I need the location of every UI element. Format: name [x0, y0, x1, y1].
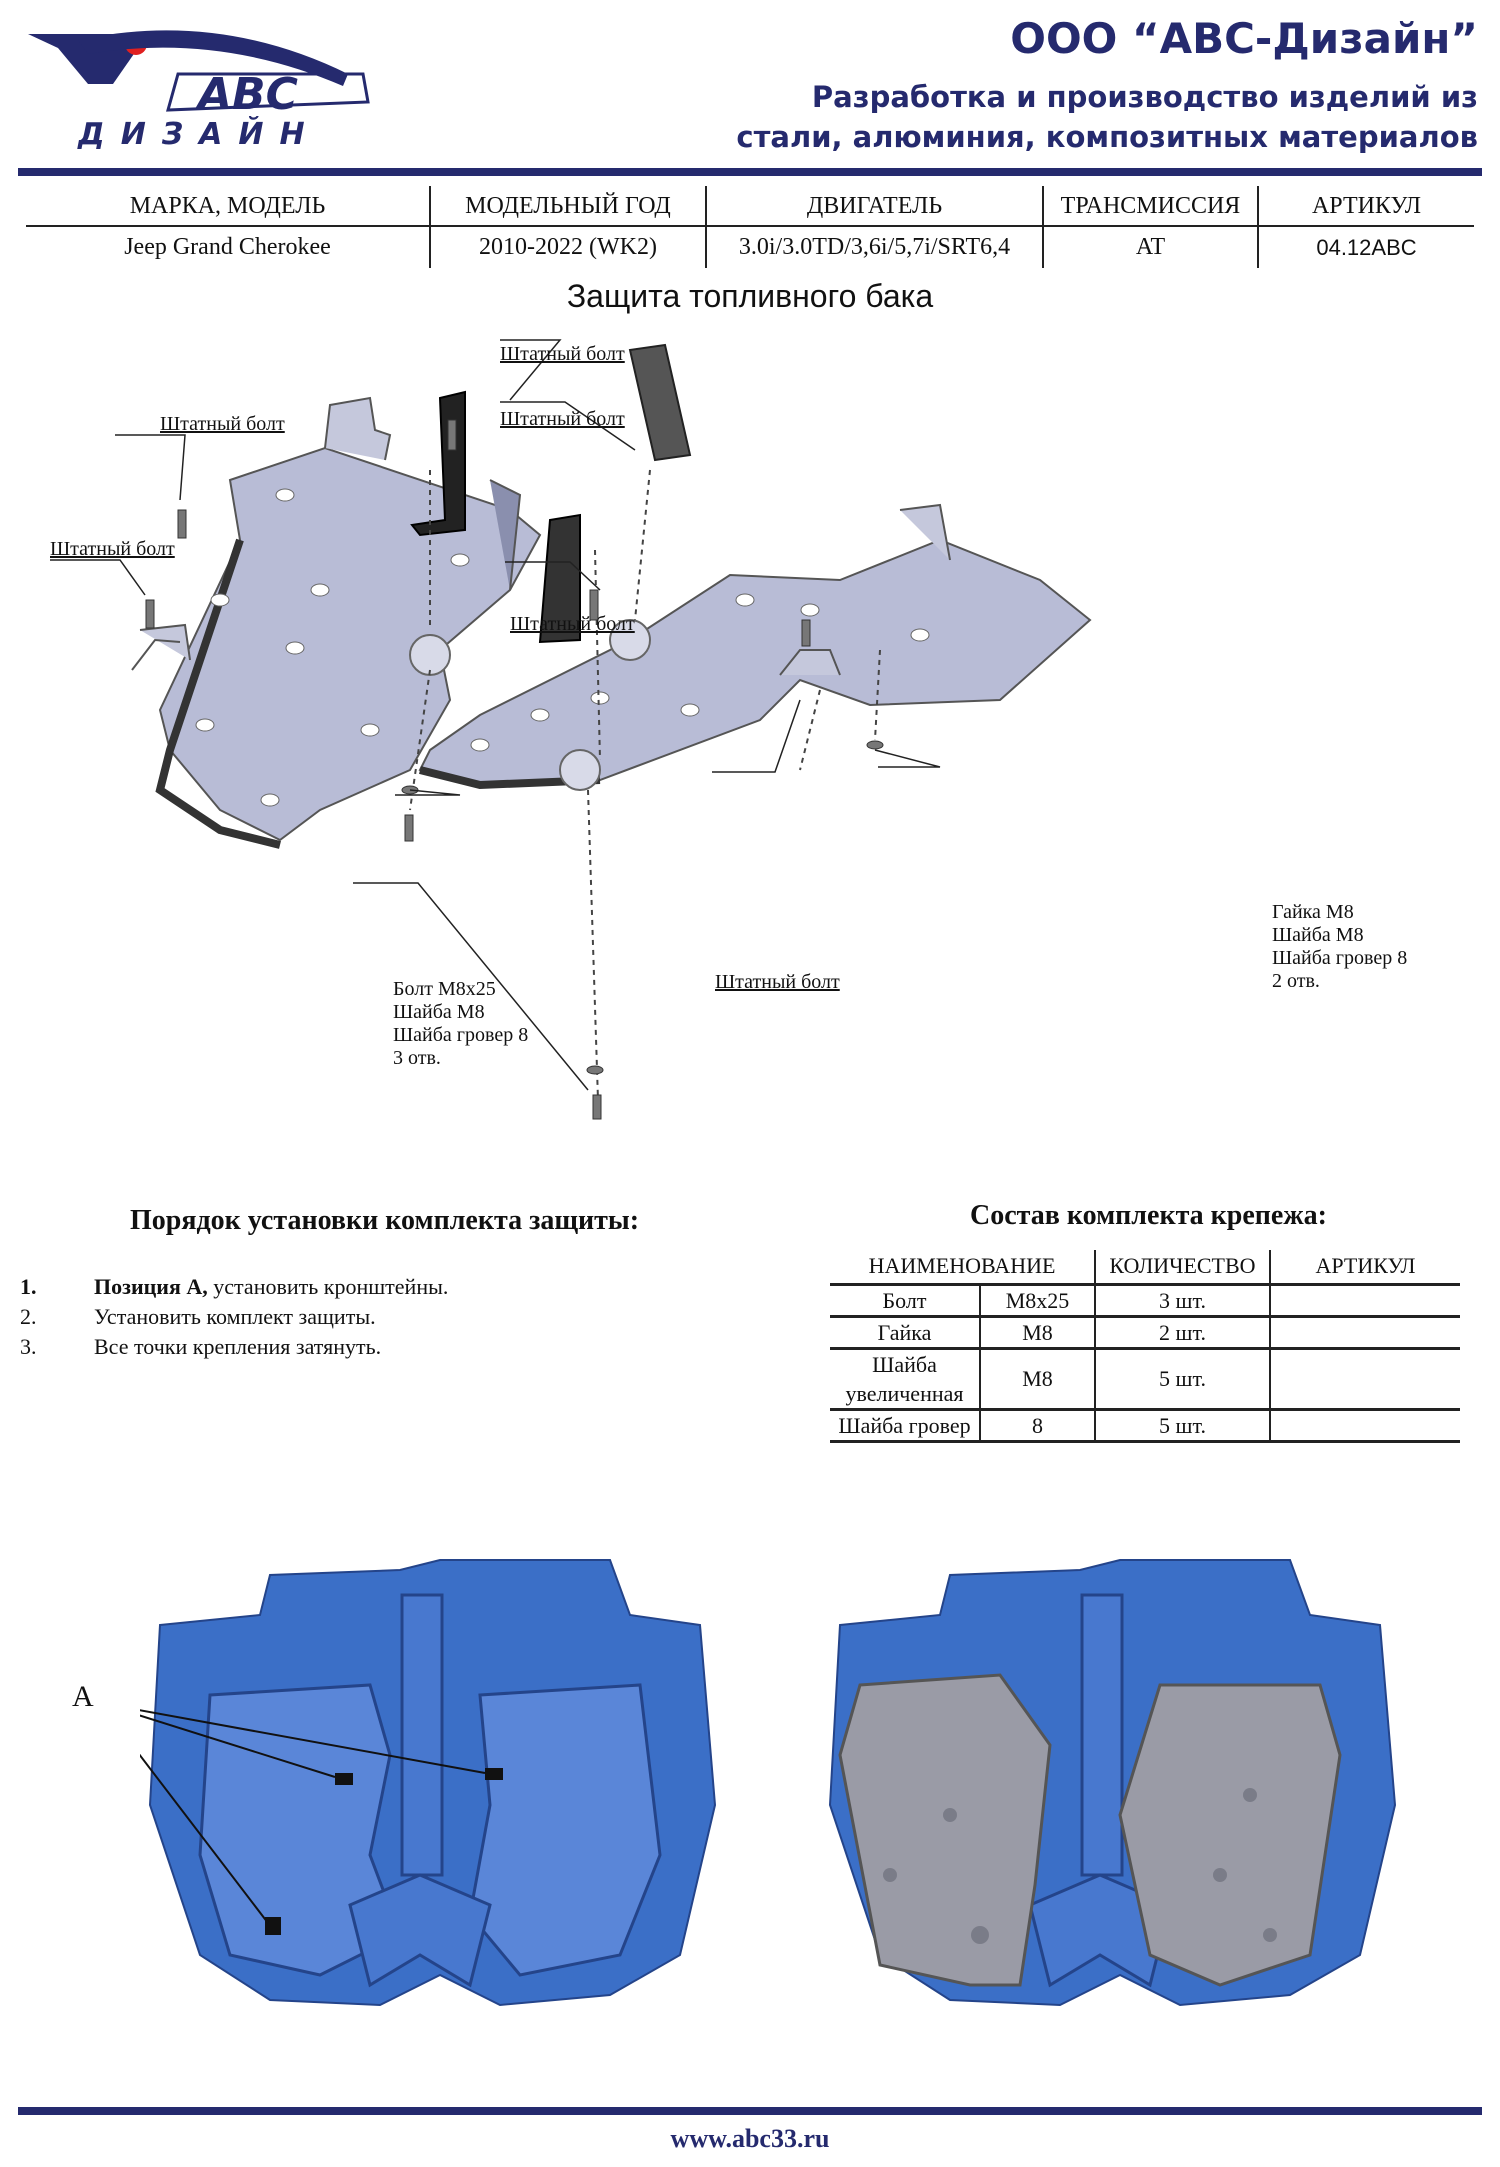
footer-rule	[18, 2107, 1482, 2115]
step-emphasis: Позиция А,	[94, 1274, 208, 1299]
header-make-model: МАРКА, МОДЕЛЬ	[26, 186, 431, 227]
step-number: 2.	[20, 1304, 37, 1329]
header-quantity: КОЛИЧЕСТВО	[1095, 1250, 1271, 1286]
cell-name: Болт	[830, 1284, 981, 1318]
nut-note: Гайка М8 Шайба М8 Шайба гровер 8 2 отв.	[1272, 901, 1407, 992]
svg-text:Шайба М8: Шайба М8	[393, 1001, 485, 1023]
fasteners-title: Состав комплекта крепежа:	[970, 1200, 1327, 1231]
cell-make-model: Jeep Grand Cherokee	[26, 227, 431, 268]
header-model-year: МОДЕЛЬНЫЙ ГОД	[431, 186, 707, 227]
position-a-label: А	[72, 1680, 94, 1713]
cell-sku	[1270, 1316, 1460, 1350]
table-row: Болт М8х25 3 шт.	[830, 1284, 1460, 1318]
logo-text: АВС	[195, 69, 298, 120]
table-row: Гайка М8 2 шт.	[830, 1316, 1460, 1350]
cell-sku	[1270, 1284, 1460, 1318]
cell-name: Гайка	[830, 1316, 981, 1350]
header-name: НАИМЕНОВАНИЕ	[830, 1250, 1096, 1286]
cell-name: Шайба гровер	[830, 1409, 981, 1443]
underbody-scan-after	[828, 1559, 1397, 2007]
center-bracket	[538, 513, 581, 644]
cell-engine: 3.0i/3.0TD/3,6i/5,7i/SRT6,4	[707, 227, 1044, 268]
website-link[interactable]: www.abc33.ru	[670, 2124, 830, 2153]
cell-sku	[1270, 1348, 1460, 1411]
cell-transmission: AT	[1044, 227, 1259, 268]
right-bracket	[628, 343, 692, 462]
cell-sku: 04.12ABC	[1316, 234, 1417, 260]
vehicle-table: МАРКА, МОДЕЛЬ МОДЕЛЬНЫЙ ГОД ДВИГАТЕЛЬ ТР…	[26, 186, 1474, 268]
install-title: Порядок установки комплекта защиты:	[130, 1205, 640, 1236]
cell-sku	[1270, 1409, 1460, 1443]
assembly-diagram: Штатный болт Штатный болт Штатный болт Ш…	[50, 339, 1407, 1120]
bolts	[145, 419, 884, 1120]
cell-name: Шайба увеличенная	[830, 1348, 981, 1411]
cell-qty: 3 шт.	[1095, 1284, 1271, 1318]
header-sku: АРТИКУЛ	[1311, 193, 1422, 219]
bolt-note: Болт М8х25 Шайба М8 Шайба гровер 8 3 отв…	[393, 978, 528, 1069]
header-transmission: ТРАНСМИССИЯ	[1044, 186, 1259, 227]
label-std-bolt-3: Штатный болт	[500, 343, 625, 365]
tagline-line-2: стали, алюминия, композитных материалов	[736, 120, 1478, 154]
logo-subtext: ДИЗАЙН	[77, 116, 321, 150]
step-text: установить кронштейны.	[207, 1274, 449, 1299]
step-text: Установить комплект защиты.	[94, 1304, 376, 1329]
install-steps: 1. Позиция А, установить кронштейны. 2. …	[20, 1272, 720, 1362]
right-skid-plate	[418, 503, 1092, 791]
leader-lines	[50, 339, 941, 1091]
cell-qty: 5 шт.	[1095, 1348, 1271, 1411]
fuel-tanks	[198, 1683, 662, 1977]
header-rule	[18, 168, 1482, 176]
label-std-bolt-5: Штатный болт	[510, 613, 635, 635]
table-row: Шайба увеличенная М8 5 шт.	[830, 1348, 1460, 1411]
cell-qty: 2 шт.	[1095, 1316, 1271, 1350]
cell-size: М8	[980, 1348, 1096, 1411]
cell-size: 8	[980, 1409, 1096, 1443]
tagline-line-1: Разработка и производство изделий из	[811, 80, 1478, 114]
fastener-lines	[409, 469, 881, 1101]
step-text: Все точки крепления затянуть.	[94, 1334, 382, 1359]
installed-skid-plates	[838, 1673, 1342, 1987]
table-row: Шайба гровер 8 5 шт.	[830, 1409, 1460, 1443]
install-step-1: 1. Позиция А, установить кронштейны.	[20, 1272, 720, 1302]
driveshaft	[1028, 1593, 1172, 1988]
header-engine: ДВИГАТЕЛЬ	[707, 186, 1044, 227]
cell-qty: 5 шт.	[1095, 1409, 1271, 1443]
label-std-bolt-4: Штатный болт	[500, 408, 625, 430]
vehicle-table-header: МАРКА, МОДЕЛЬ МОДЕЛЬНЫЙ ГОД ДВИГАТЕЛЬ ТР…	[26, 186, 1474, 227]
step-number: 1.	[20, 1274, 37, 1299]
fasteners-header-row: НАИМЕНОВАНИЕ КОЛИЧЕСТВО АРТИКУЛ	[830, 1250, 1460, 1286]
driveshaft	[348, 1593, 492, 1988]
cell-model-year: 2010-2022 (WK2)	[431, 227, 707, 268]
label-std-bolt-6: Штатный болт	[715, 971, 840, 993]
underbody-scan-before	[140, 1559, 717, 2007]
install-step-2: 2. Установить комплект защиты.	[20, 1302, 720, 1332]
svg-text:Шайба гровер 8: Шайба гровер 8	[1272, 947, 1407, 969]
bracket-marks	[265, 1768, 503, 1935]
label-std-bolt-1: Штатный болт	[160, 413, 285, 435]
svg-text:2 отв.: 2 отв.	[1272, 970, 1320, 992]
page-title: Защита топливного бака	[566, 278, 934, 314]
company-name: ООО “АВС-Дизайн”	[1010, 14, 1478, 63]
svg-text:Шайба М8: Шайба М8	[1272, 924, 1364, 946]
svg-text:Гайка М8: Гайка М8	[1272, 901, 1354, 923]
svg-text:Шайба гровер 8: Шайба гровер 8	[393, 1024, 528, 1046]
header-sku: АРТИКУЛ	[1270, 1250, 1460, 1286]
vehicle-table-row: Jeep Grand Cherokee 2010-2022 (WK2) 3.0i…	[26, 227, 1474, 268]
cell-size: М8	[980, 1316, 1096, 1350]
company-logo: АВС ДИЗАЙН	[28, 30, 370, 150]
svg-text:Болт М8х25: Болт М8х25	[393, 978, 496, 1000]
svg-text:3 отв.: 3 отв.	[393, 1047, 441, 1069]
step-number: 3.	[20, 1334, 37, 1359]
cell-size: М8х25	[980, 1284, 1096, 1318]
fasteners-table: НАИМЕНОВАНИЕ КОЛИЧЕСТВО АРТИКУЛ Болт М8х…	[830, 1250, 1460, 1443]
install-step-3: 3. Все точки крепления затянуть.	[20, 1332, 720, 1362]
plate-holes	[883, 1788, 1277, 1944]
label-std-bolt-2: Штатный болт	[50, 538, 175, 560]
position-arrows	[140, 1709, 486, 1924]
